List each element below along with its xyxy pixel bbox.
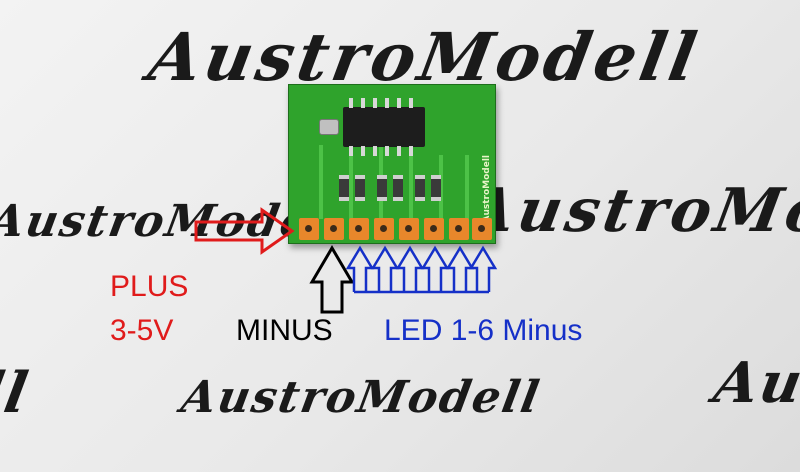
minus-arrow-icon — [309, 245, 355, 314]
pad-led-1 — [349, 218, 369, 240]
led-minus-label: LED 1-6 Minus — [384, 314, 583, 347]
resistor — [431, 175, 441, 201]
pad-plus — [299, 218, 319, 240]
circuit-board: AustroModell — [288, 84, 496, 244]
led-arrow-icon — [395, 245, 425, 292]
led-arrow-icon — [468, 245, 498, 292]
resistor — [415, 175, 425, 201]
pad-led-2 — [374, 218, 394, 240]
board-trace — [319, 145, 323, 219]
plus-label: PLUS — [110, 270, 189, 303]
resistor — [339, 175, 349, 201]
board-trace — [409, 147, 413, 219]
board-trace — [439, 155, 443, 219]
pad-led-5 — [449, 218, 469, 240]
led-arrow-icon — [345, 245, 375, 292]
resistor — [355, 175, 365, 201]
voltage-label: 3-5V — [110, 314, 174, 347]
led-arrow-icon — [445, 245, 475, 292]
pad-led-3 — [399, 218, 419, 240]
pad-led-6 — [472, 218, 492, 240]
board-trace — [349, 147, 353, 219]
resistor — [393, 175, 403, 201]
pad-minus — [324, 218, 344, 240]
board-trace — [465, 155, 469, 219]
pad-led-4 — [424, 218, 444, 240]
led-arrow-icon — [370, 245, 400, 292]
plus-arrow-icon — [194, 207, 295, 255]
led-arrow-icon — [420, 245, 450, 292]
minus-label: MINUS — [236, 314, 333, 347]
resistor — [377, 175, 387, 201]
capacitor — [319, 119, 339, 135]
ic-chip — [343, 98, 425, 156]
